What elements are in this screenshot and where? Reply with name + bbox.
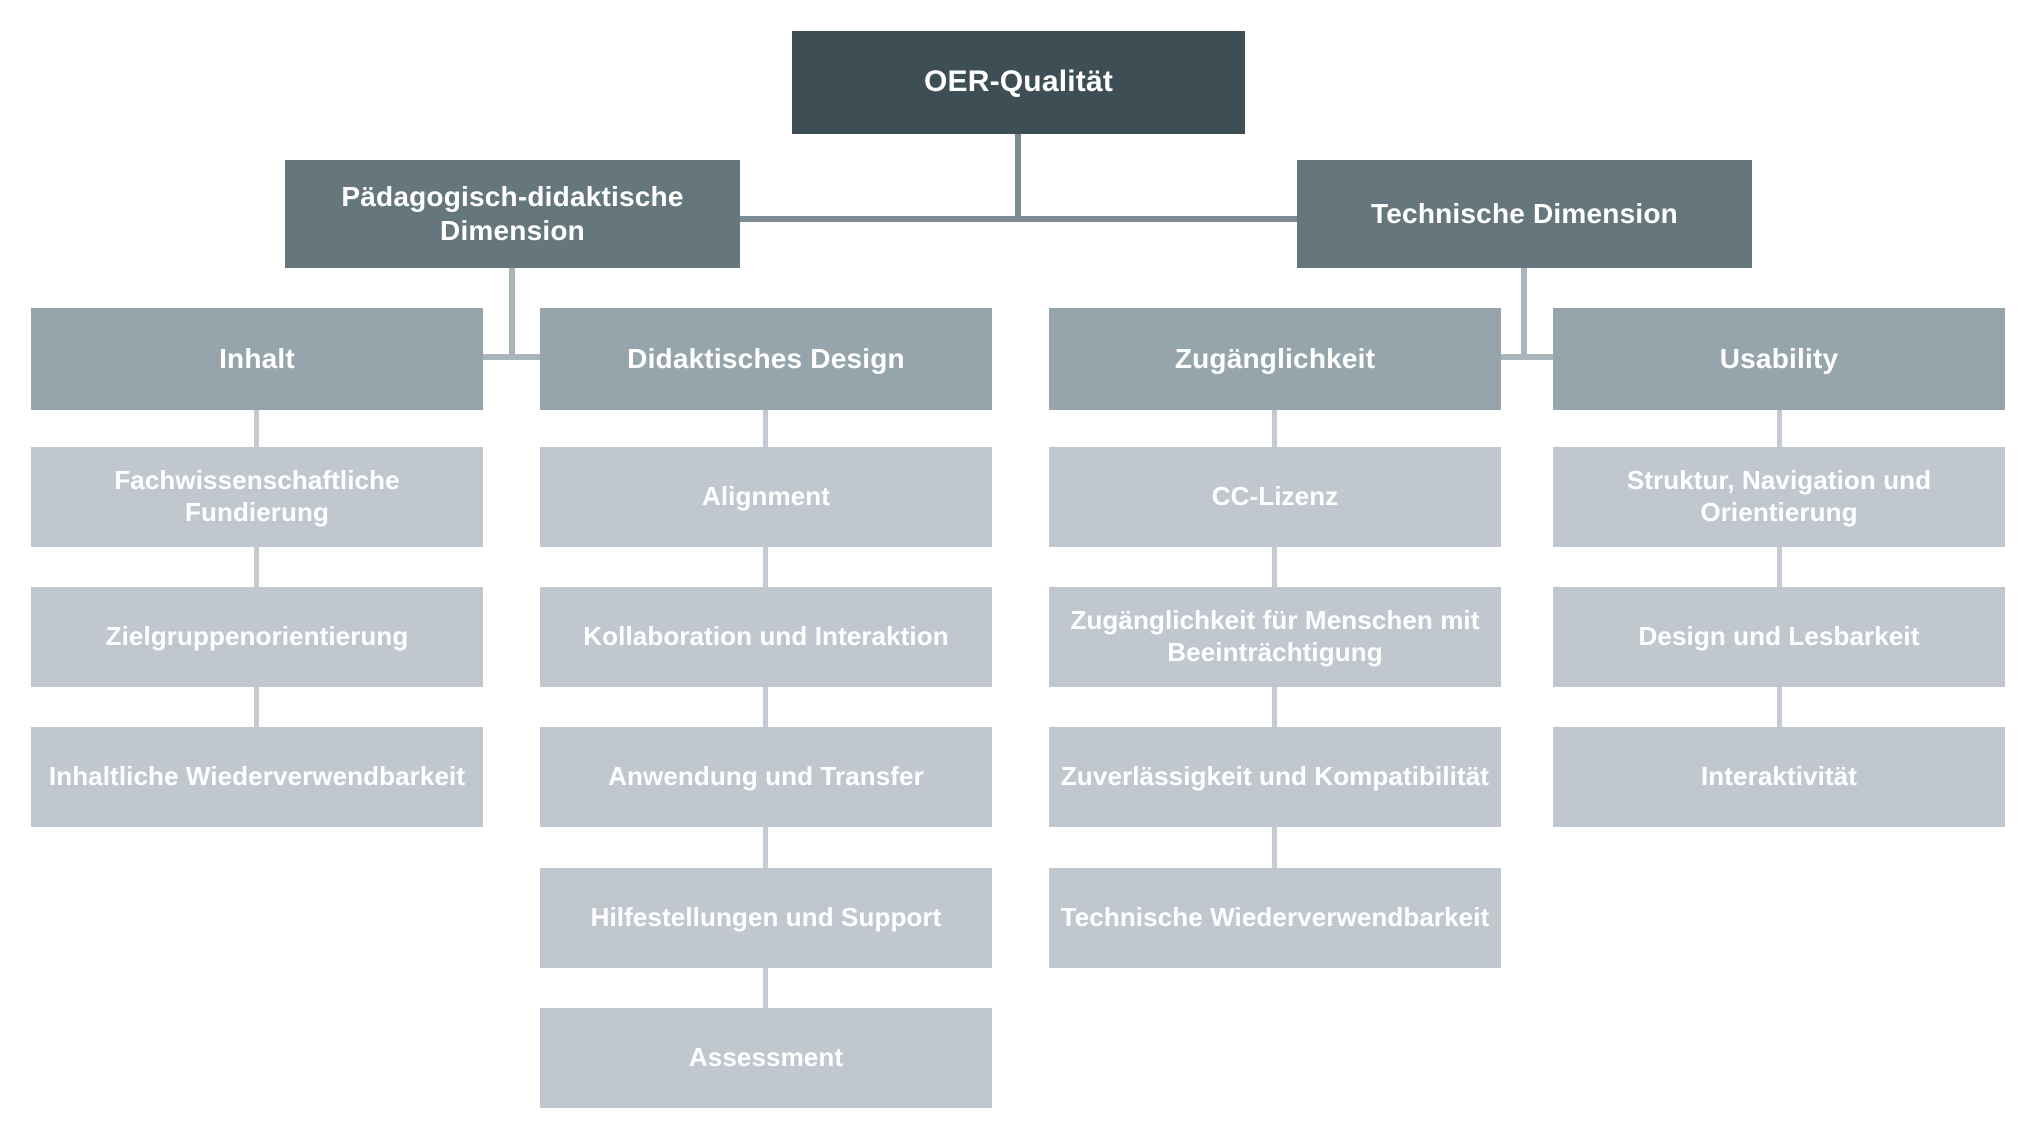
node-leaf-kollaboration-und-interaktion[interactable]: Kollaboration und Interaktion bbox=[540, 587, 992, 687]
node-label: Inhaltliche Wiederverwendbarkeit bbox=[48, 761, 466, 792]
node-category-usability[interactable]: Usability bbox=[1553, 308, 2005, 410]
node-leaf-struktur-navigation-und-orientierung[interactable]: Struktur, Navigation und Orientierung bbox=[1553, 447, 2005, 547]
connector-left-dimension-vertical bbox=[509, 268, 515, 360]
node-leaf-zugaenglichkeit-fuer-menschen-mit-beeintraechtigung[interactable]: Zugänglichkeit für Menschen mit Beeinträ… bbox=[1049, 587, 1501, 687]
node-label: Zugänglichkeit für Menschen mit Beeinträ… bbox=[1070, 605, 1480, 667]
node-label: Inhalt bbox=[219, 342, 295, 374]
node-leaf-technische-wiederverwendbarkeit[interactable]: Technische Wiederverwendbarkeit bbox=[1049, 868, 1501, 968]
node-category-inhalt[interactable]: Inhalt bbox=[31, 308, 483, 410]
node-label: Interaktivität bbox=[1700, 761, 1857, 792]
node-root-oer-qualitaet[interactable]: OER-Qualität bbox=[792, 31, 1245, 134]
connector-right-dimension-vertical bbox=[1521, 268, 1527, 360]
node-dimension-technische[interactable]: Technische Dimension bbox=[1297, 160, 1752, 268]
node-leaf-fachwissenschaftliche-fundierung[interactable]: Fachwissenschaftliche Fundierung bbox=[31, 447, 483, 547]
node-leaf-design-und-lesbarkeit[interactable]: Design und Lesbarkeit bbox=[1553, 587, 2005, 687]
node-leaf-inhaltliche-wiederverwendbarkeit[interactable]: Inhaltliche Wiederverwendbarkeit bbox=[31, 727, 483, 827]
node-leaf-interaktivitaet[interactable]: Interaktivität bbox=[1553, 727, 2005, 827]
node-leaf-anwendung-und-transfer[interactable]: Anwendung und Transfer bbox=[540, 727, 992, 827]
node-label: Struktur, Navigation und Orientierung bbox=[1626, 465, 1932, 527]
node-leaf-cc-lizenz[interactable]: CC-Lizenz bbox=[1049, 447, 1501, 547]
node-dimension-paedagogisch-didaktische[interactable]: Pädagogisch-didaktische Dimension bbox=[285, 160, 740, 268]
node-label: Pädagogisch-didaktische Dimension bbox=[341, 180, 684, 246]
connector-root-vertical bbox=[1015, 134, 1021, 222]
node-label: Technische Dimension bbox=[1371, 197, 1678, 229]
node-label: Kollaboration und Interaktion bbox=[583, 621, 949, 652]
node-label: Zugänglichkeit bbox=[1174, 342, 1376, 374]
node-label: Anwendung und Transfer bbox=[608, 761, 924, 792]
node-label: Assessment bbox=[688, 1042, 844, 1073]
node-label: Design und Lesbarkeit bbox=[1638, 621, 1920, 652]
node-leaf-zielgruppenorientierung[interactable]: Zielgruppenorientierung bbox=[31, 587, 483, 687]
node-label: Fachwissenschaftliche Fundierung bbox=[114, 465, 400, 527]
node-label: CC-Lizenz bbox=[1211, 481, 1339, 512]
node-leaf-hilfestellungen-und-support[interactable]: Hilfestellungen und Support bbox=[540, 868, 992, 968]
connector-dimension-bus-horizontal bbox=[740, 216, 1298, 222]
node-label: Hilfestellungen und Support bbox=[590, 902, 942, 933]
node-label: Alignment bbox=[701, 481, 830, 512]
node-leaf-assessment[interactable]: Assessment bbox=[540, 1008, 992, 1108]
node-label: Didaktisches Design bbox=[627, 342, 905, 374]
node-category-zugaenglichkeit[interactable]: Zugänglichkeit bbox=[1049, 308, 1501, 410]
node-label: Zielgruppenorientierung bbox=[105, 621, 409, 652]
node-label: OER-Qualität bbox=[923, 65, 1114, 99]
node-label: Zuverlässigkeit und Kompatibilität bbox=[1060, 761, 1490, 792]
node-leaf-zuverlaessigkeit-und-kompatibilitaet[interactable]: Zuverlässigkeit und Kompatibilität bbox=[1049, 727, 1501, 827]
connector-left-category-bus-horizontal bbox=[483, 354, 541, 360]
node-category-didaktisches-design[interactable]: Didaktisches Design bbox=[540, 308, 992, 410]
node-label: Technische Wiederverwendbarkeit bbox=[1060, 902, 1490, 933]
connector-right-category-bus-horizontal bbox=[1500, 354, 1556, 360]
node-leaf-alignment[interactable]: Alignment bbox=[540, 447, 992, 547]
node-label: Usability bbox=[1719, 342, 1839, 374]
